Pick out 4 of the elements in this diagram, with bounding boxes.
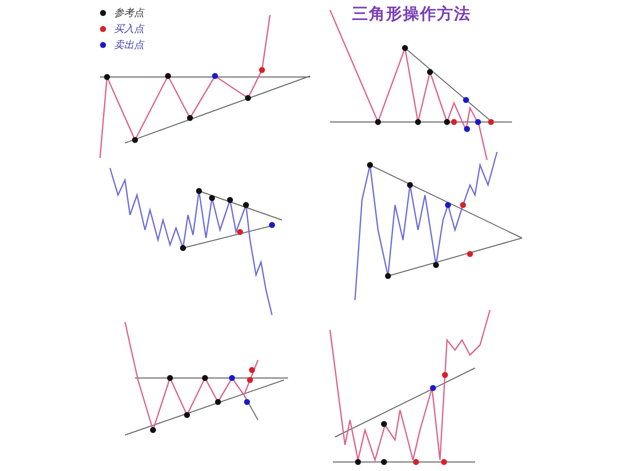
legend-label: 参考点: [114, 6, 144, 20]
chart-title: 三角形操作方法: [352, 4, 471, 25]
legend-label: 卖出点: [114, 38, 144, 52]
legend-label: 买入点: [114, 22, 144, 36]
